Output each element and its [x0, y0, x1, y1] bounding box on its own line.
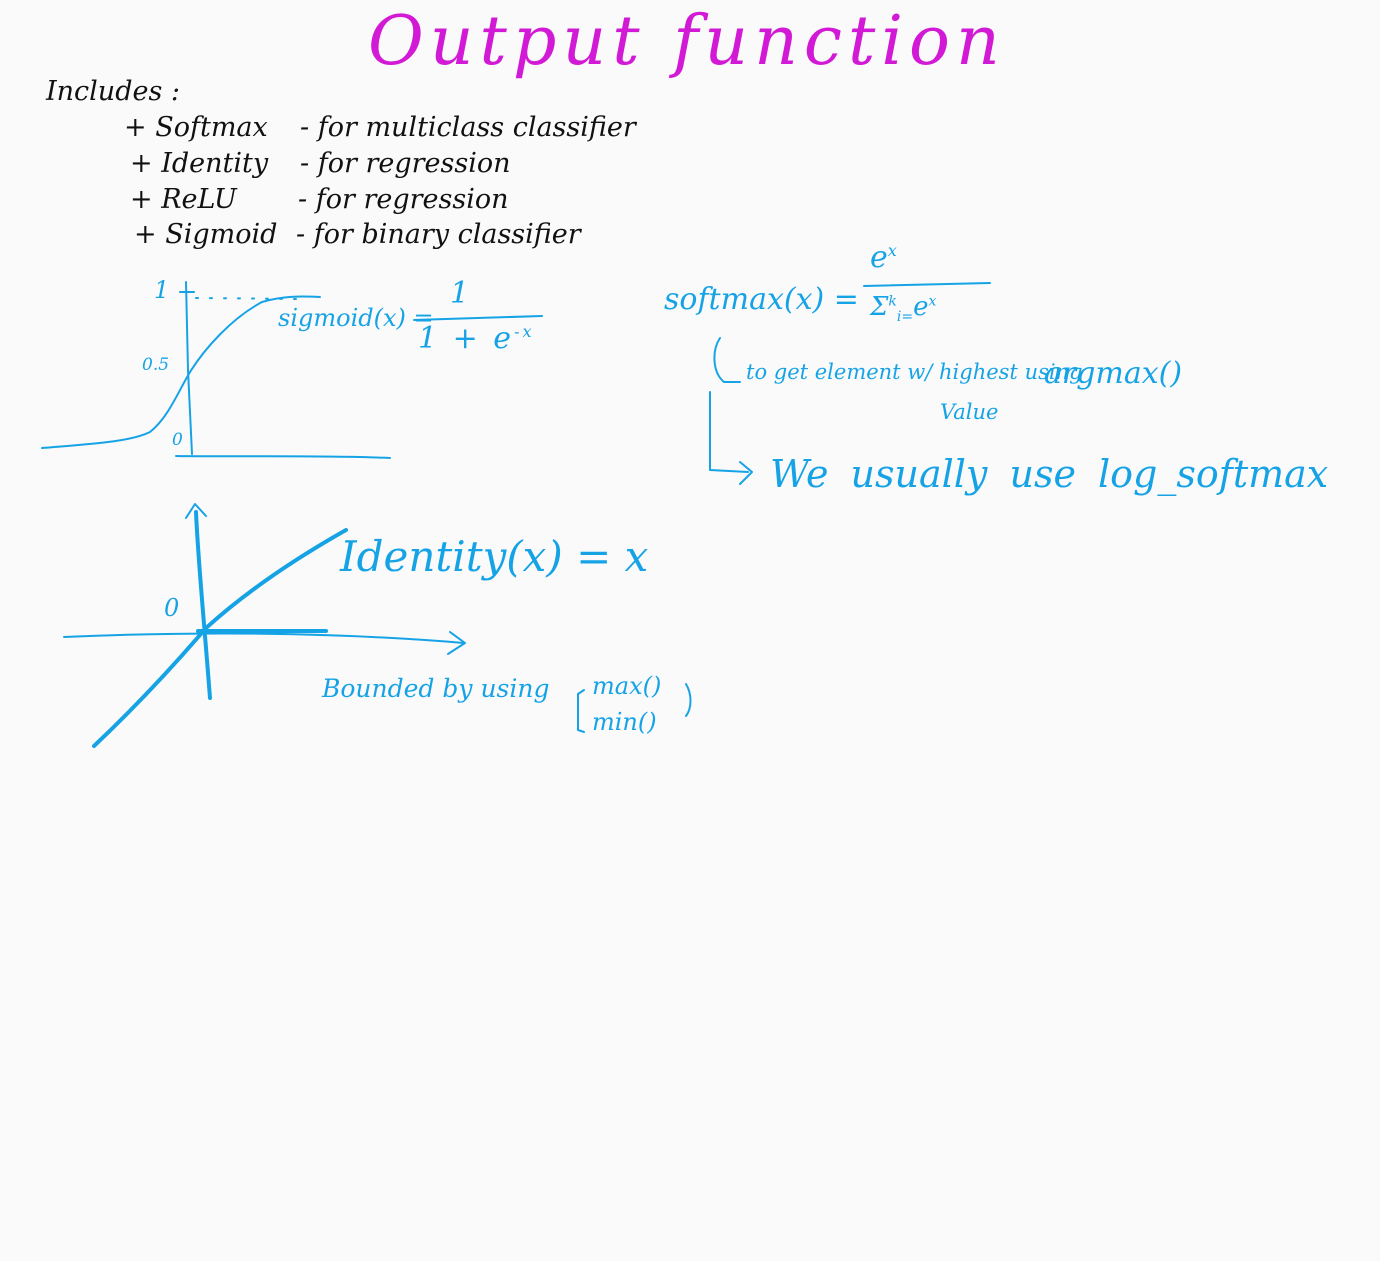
bound-min: min(): [592, 708, 657, 736]
function-purpose: - for regression: [300, 148, 511, 179]
argmax-code: argmax(): [1044, 356, 1183, 391]
bound-max: max(): [592, 672, 662, 700]
softmax-numerator-base: e: [870, 240, 888, 275]
bounded-label: Bounded by using: [322, 674, 550, 703]
softmax-sum-term-exp: x: [928, 293, 937, 310]
page-title: Output function: [368, 2, 1006, 81]
bullet-plus: +: [130, 148, 153, 179]
softmax-arrow-line: [709, 391, 749, 473]
sigmoid-fraction-bar: [413, 315, 543, 321]
function-name: Identity: [161, 148, 269, 179]
sigmoid-formula-numerator: 1: [450, 276, 470, 311]
log-softmax-note: We usually use log_softmax: [770, 452, 1329, 496]
function-name: Sigmoid: [165, 219, 278, 250]
sigmoid-denominator-base: 1 + e: [418, 321, 515, 356]
function-name: ReLU: [161, 184, 237, 215]
sigmoid-curve: [41, 295, 321, 449]
sigmoid-formula-denominator: 1 + e-x: [418, 321, 535, 356]
identity-line: [92, 528, 348, 748]
identity-y-axis-arrow: [194, 510, 212, 700]
includes-label: Includes :: [46, 76, 180, 107]
bullet-plus: +: [134, 219, 157, 250]
identity-arrowhead-right: [447, 631, 466, 655]
sigmoid-formula-lhs: sigmoid(x) =: [278, 304, 434, 332]
sigmoid-y-axis: [185, 281, 193, 455]
argmax-value-label: Value: [940, 400, 999, 424]
identity-origin-label: 0: [164, 594, 180, 622]
function-purpose: - for binary classifier: [296, 219, 581, 250]
bound-bracket-right: [685, 683, 692, 717]
list-item-identity: + Identity: [130, 148, 268, 179]
sigmoid-x-axis: [175, 455, 391, 459]
list-item-relu: + ReLU: [130, 184, 237, 215]
softmax-sum-lower: i=: [896, 309, 914, 326]
list-item-softmax: + Softmax: [124, 112, 268, 143]
softmax-formula-denominator: Σki=ex: [870, 292, 936, 325]
identity-x-axis-arrow: [63, 632, 465, 644]
list-item-sigmoid: + Sigmoid: [134, 219, 277, 250]
bullet-plus: +: [124, 112, 147, 143]
softmax-formula-numerator: ex: [870, 240, 897, 275]
function-purpose: - for regression: [298, 184, 509, 215]
bullet-plus: +: [130, 184, 153, 215]
sigmoid-tick-label-1: 1: [154, 276, 170, 304]
bound-bracket: [577, 689, 585, 733]
softmax-arrowhead: [739, 461, 753, 485]
sigmoid-asymptote-dotted: [195, 297, 301, 300]
identity-arrowhead-up: [185, 503, 207, 519]
identity-formula: Identity(x) = x: [340, 532, 649, 581]
argmax-note-text: to get element w/ highest: [746, 360, 1018, 384]
sigmoid-tick-label-half: 0.5: [142, 355, 170, 375]
softmax-numerator-exp: x: [887, 241, 897, 260]
softmax-sum-symbol: Σ: [870, 292, 889, 322]
argmax-note: to get element w/ highest using: [746, 360, 1083, 384]
softmax-sum-upper: k: [888, 293, 897, 310]
softmax-bracket: [713, 337, 741, 383]
softmax-sum-term: e: [913, 292, 929, 322]
sigmoid-exponent: -x: [514, 322, 535, 341]
softmax-fraction-bar: [863, 282, 991, 287]
sigmoid-tick-label-zero: 0: [172, 430, 183, 450]
argmax-using: using: [1024, 360, 1083, 384]
softmax-formula-lhs: softmax(x) =: [664, 282, 859, 317]
function-purpose: - for multiclass classifier: [300, 112, 636, 143]
function-name: Softmax: [155, 112, 268, 143]
